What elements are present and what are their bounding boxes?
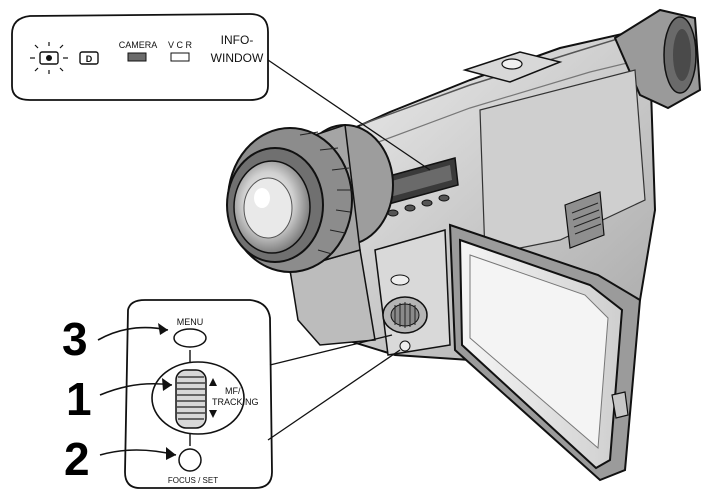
step-number-1: 1 [66, 373, 92, 425]
control-callout: MENU MF/ TRACKING FOCUS / SET [124, 299, 401, 489]
lcd-monitor [448, 223, 642, 482]
info-window-callout: D CAMERA V C R INFO- WINDOW [11, 13, 269, 101]
focus-set-button [178, 448, 202, 472]
camera-lamp [127, 52, 147, 62]
mf-tracking-dial [175, 369, 207, 429]
step-number-3: 3 [62, 313, 88, 365]
camera-label: CAMERA [119, 40, 158, 50]
menu-button [173, 328, 207, 348]
info-window-label-2: WINDOW [211, 51, 264, 65]
side-vent [564, 191, 605, 249]
dial-up-arrow-icon [209, 378, 217, 386]
camera-lens [226, 123, 394, 273]
menu-label: MENU [177, 317, 204, 327]
body-info-window [381, 157, 459, 217]
step-number-2: 2 [64, 433, 90, 485]
info-window-leader [267, 59, 431, 171]
vcr-label: V C R [168, 40, 193, 50]
viewfinder-eyepiece [613, 8, 702, 110]
vcr-lamp [170, 52, 190, 62]
focus-set-label: FOCUS / SET [168, 476, 218, 485]
dial-down-arrow-icon [209, 410, 217, 418]
info-window-label-1: INFO- [221, 33, 254, 47]
tracking-label: TRACKING [212, 397, 259, 407]
mf-label: MF/ [225, 386, 241, 396]
blinking-indicator-icon [30, 42, 68, 74]
step-numbers: 3 1 2 [62, 313, 177, 485]
d-button-label: D [86, 54, 93, 64]
d-button-icon: D [79, 51, 99, 65]
body-control-dial [374, 229, 451, 356]
